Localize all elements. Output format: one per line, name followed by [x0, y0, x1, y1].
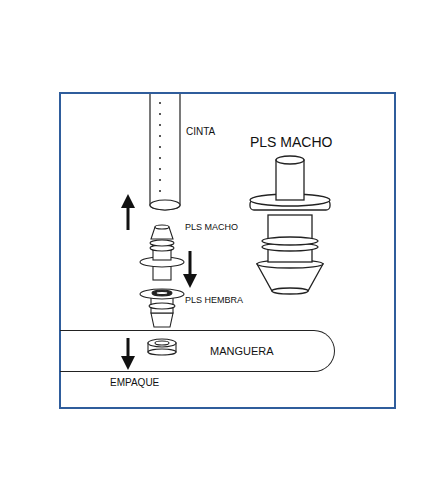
part-title: PLS MACHO — [250, 135, 332, 150]
hose-label: MANGUERA — [210, 345, 274, 357]
hose-band: MANGUERA — [60, 330, 335, 372]
tape-tube — [150, 94, 180, 210]
frame — [60, 93, 395, 408]
part-label: PLS HEMBRA — [185, 296, 243, 306]
gasket-drawing — [148, 339, 176, 355]
pls-macho-small — [140, 225, 184, 280]
pls-macho-large — [250, 156, 330, 294]
motion-arrows — [121, 194, 197, 370]
pls-hembra-small — [140, 289, 184, 327]
part-label: CINTA — [186, 126, 215, 137]
part-label: PLS MACHO — [185, 223, 238, 233]
part-label: EMPAQUE — [110, 377, 159, 388]
